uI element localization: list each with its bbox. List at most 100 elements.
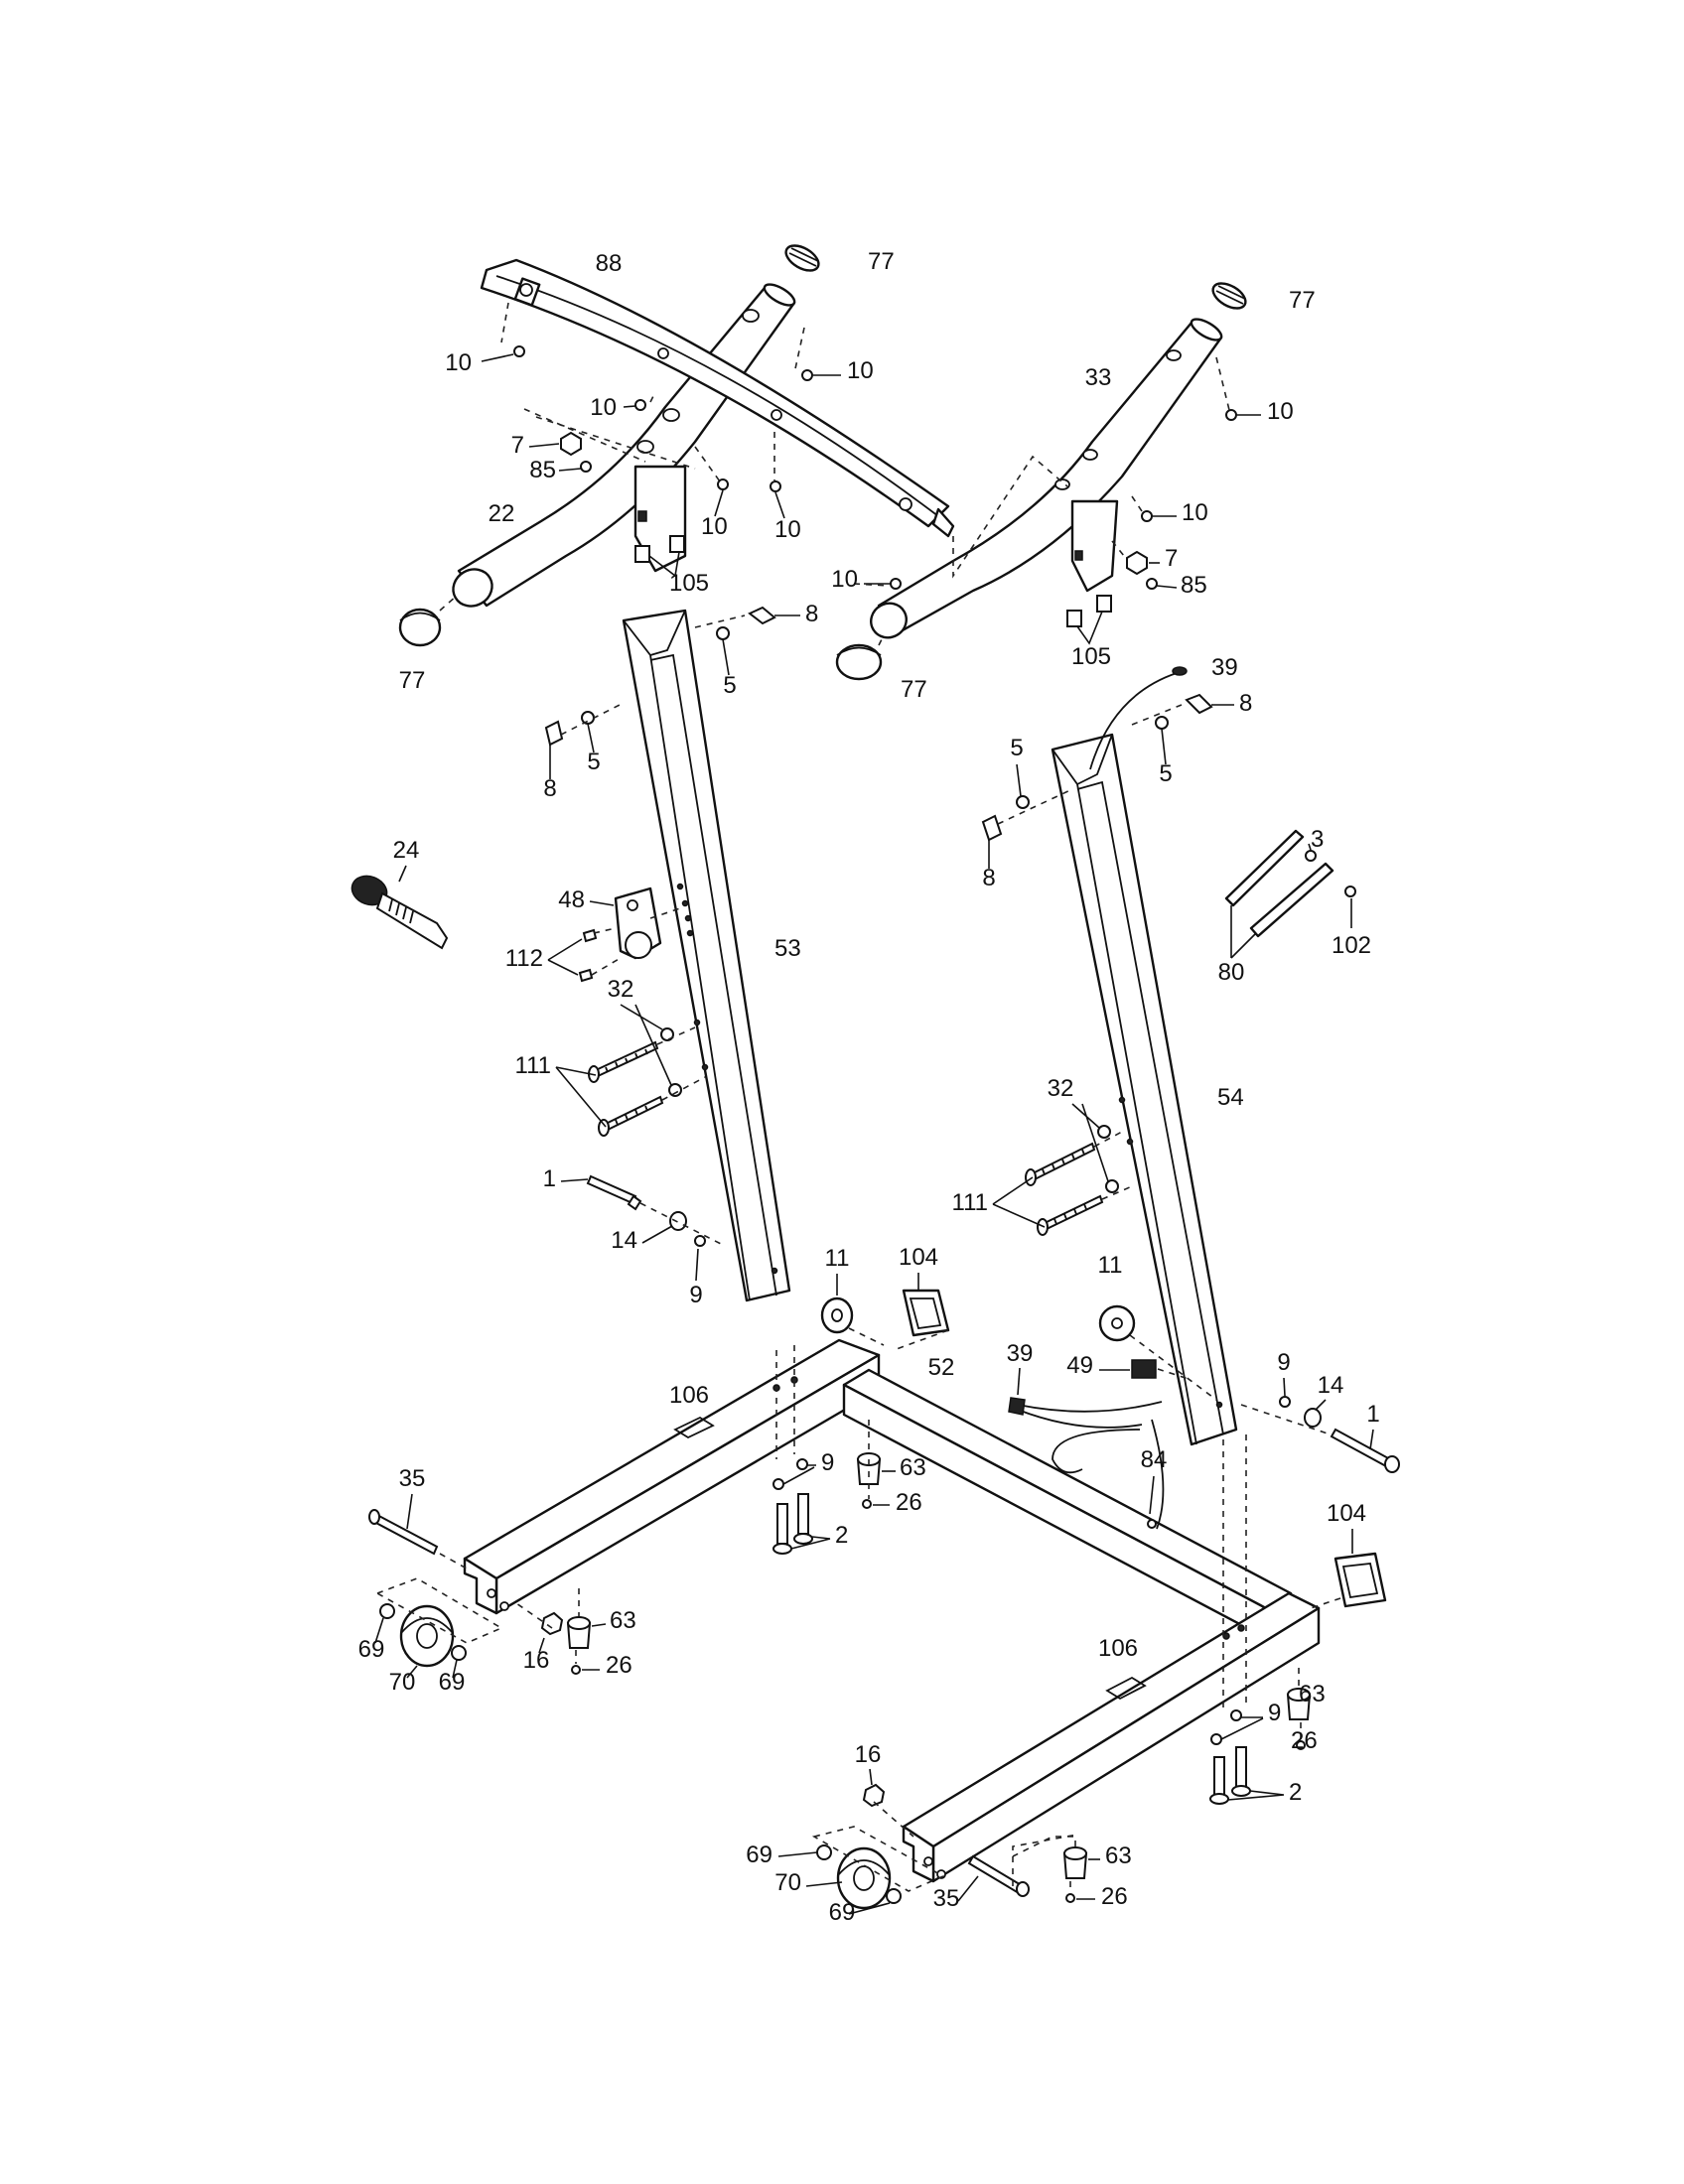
- callout-part-84: 84: [1141, 1446, 1168, 1473]
- callout-part-63: 63: [1105, 1843, 1132, 1869]
- callout-part-77: 77: [868, 248, 895, 275]
- callout-part-48: 48: [558, 887, 585, 913]
- wire-harness-39: [1008, 1367, 1163, 1429]
- callout-part-10: 10: [774, 516, 801, 543]
- callout-part-70: 70: [774, 1869, 801, 1896]
- callout-part-16: 16: [855, 1741, 882, 1768]
- callout-part-39: 39: [1211, 654, 1238, 681]
- callout-part-14: 14: [1318, 1372, 1344, 1399]
- callout-part-106: 106: [1098, 1635, 1138, 1662]
- callout-part-26: 26: [606, 1652, 632, 1679]
- callout-part-69: 69: [358, 1636, 385, 1663]
- callout-part-63: 63: [610, 1607, 636, 1634]
- callout-part-111: 111: [952, 1189, 988, 1216]
- callout-part-11: 11: [825, 1245, 850, 1272]
- callout-part-8: 8: [982, 865, 995, 891]
- callout-part-16: 16: [523, 1647, 550, 1674]
- callout-part-22: 22: [489, 500, 515, 527]
- bracket-48: [547, 887, 662, 983]
- callout-part-85: 85: [1181, 572, 1207, 599]
- callout-part-52: 52: [928, 1354, 955, 1381]
- callout-part-49: 49: [1066, 1352, 1093, 1379]
- nuts-7-screws-85: [528, 431, 1178, 590]
- left-upright-53: [622, 609, 791, 1302]
- bolts-111-left: [555, 1004, 682, 1137]
- callout-part-69: 69: [746, 1842, 772, 1868]
- callout-part-1: 1: [1366, 1401, 1379, 1428]
- axle-35-left: [368, 1493, 439, 1556]
- screws-26: [571, 1499, 1306, 1903]
- callout-part-10: 10: [847, 357, 874, 384]
- base-frame-52: [463, 1338, 1321, 1883]
- end-cap-104-top: [902, 1273, 950, 1337]
- end-cap-77-top-left: [784, 244, 820, 272]
- callout-part-63: 63: [900, 1454, 926, 1481]
- callout-part-7: 7: [1165, 545, 1178, 572]
- end-cap-77-top-right: [1211, 282, 1247, 310]
- callout-part-8: 8: [805, 601, 818, 627]
- callout-part-33: 33: [1085, 364, 1112, 391]
- wire-84: [1052, 1419, 1165, 1530]
- callout-part-105: 105: [1071, 643, 1111, 670]
- callout-part-10: 10: [590, 394, 617, 421]
- callout-part-24: 24: [393, 837, 420, 864]
- callout-part-2: 2: [835, 1522, 848, 1549]
- wheel-70-left: [374, 1603, 467, 1679]
- callout-part-5: 5: [723, 672, 736, 699]
- callout-part-8: 8: [1239, 690, 1252, 717]
- callout-part-26: 26: [1291, 1727, 1318, 1754]
- callout-part-14: 14: [611, 1227, 637, 1254]
- bracket-80: [1224, 829, 1356, 959]
- callout-part-54: 54: [1217, 1084, 1244, 1111]
- right-handrail-33: [870, 318, 1223, 639]
- callout-part-10: 10: [1182, 499, 1208, 526]
- callout-part-10: 10: [445, 349, 472, 376]
- wheel-70-right: [777, 1844, 902, 1915]
- nut-16-left: [538, 1611, 564, 1654]
- callout-part-1: 1: [543, 1165, 556, 1192]
- callout-part-77: 77: [901, 676, 927, 703]
- callout-part-5: 5: [587, 749, 600, 775]
- callout-part-8: 8: [543, 775, 556, 802]
- callout-part-3: 3: [1311, 826, 1324, 853]
- end-cap-77-bottom-left: [398, 608, 442, 647]
- callout-part-106: 106: [669, 1382, 709, 1409]
- callout-part-32: 32: [1048, 1075, 1074, 1102]
- bolts-111-right: [992, 1103, 1119, 1236]
- callout-part-112: 112: [505, 945, 543, 972]
- callout-part-32: 32: [608, 976, 634, 1003]
- washer-11-right: [1098, 1304, 1136, 1342]
- sensor-49: [1099, 1359, 1157, 1379]
- bolt-1-left: [560, 1174, 706, 1282]
- axle-35-right: [957, 1854, 1030, 1902]
- callout-part-2: 2: [1289, 1779, 1302, 1806]
- callout-part-11: 11: [1098, 1252, 1123, 1279]
- end-cap-104-right: [1333, 1529, 1387, 1608]
- crossbar-88: [480, 258, 955, 538]
- bolts-8-washers-5: [544, 606, 1234, 869]
- callout-part-88: 88: [596, 250, 623, 277]
- callout-part-111: 111: [515, 1052, 551, 1079]
- callout-part-35: 35: [933, 1885, 960, 1912]
- callout-part-39: 39: [1007, 1340, 1034, 1367]
- callout-part-9: 9: [689, 1282, 702, 1308]
- knob-24: [351, 865, 449, 950]
- callout-part-10: 10: [831, 566, 858, 593]
- washer-11-left: [820, 1274, 854, 1334]
- callout-part-77: 77: [1289, 287, 1316, 314]
- end-cap-77-bottom-right: [835, 643, 883, 681]
- bolt-1-right: [1279, 1377, 1400, 1473]
- nuts-9-bolts-2: [772, 1458, 1285, 1805]
- callout-part-85: 85: [529, 457, 556, 483]
- callout-part-104: 104: [1327, 1500, 1366, 1527]
- callout-part-9: 9: [821, 1449, 834, 1476]
- callout-part-63: 63: [1299, 1681, 1326, 1707]
- callout-part-26: 26: [896, 1489, 922, 1516]
- screws-10: [481, 345, 1261, 590]
- callout-part-35: 35: [399, 1465, 426, 1492]
- callout-part-102: 102: [1332, 932, 1371, 959]
- callout-part-53: 53: [774, 935, 801, 962]
- wire-39-top: [1089, 672, 1178, 770]
